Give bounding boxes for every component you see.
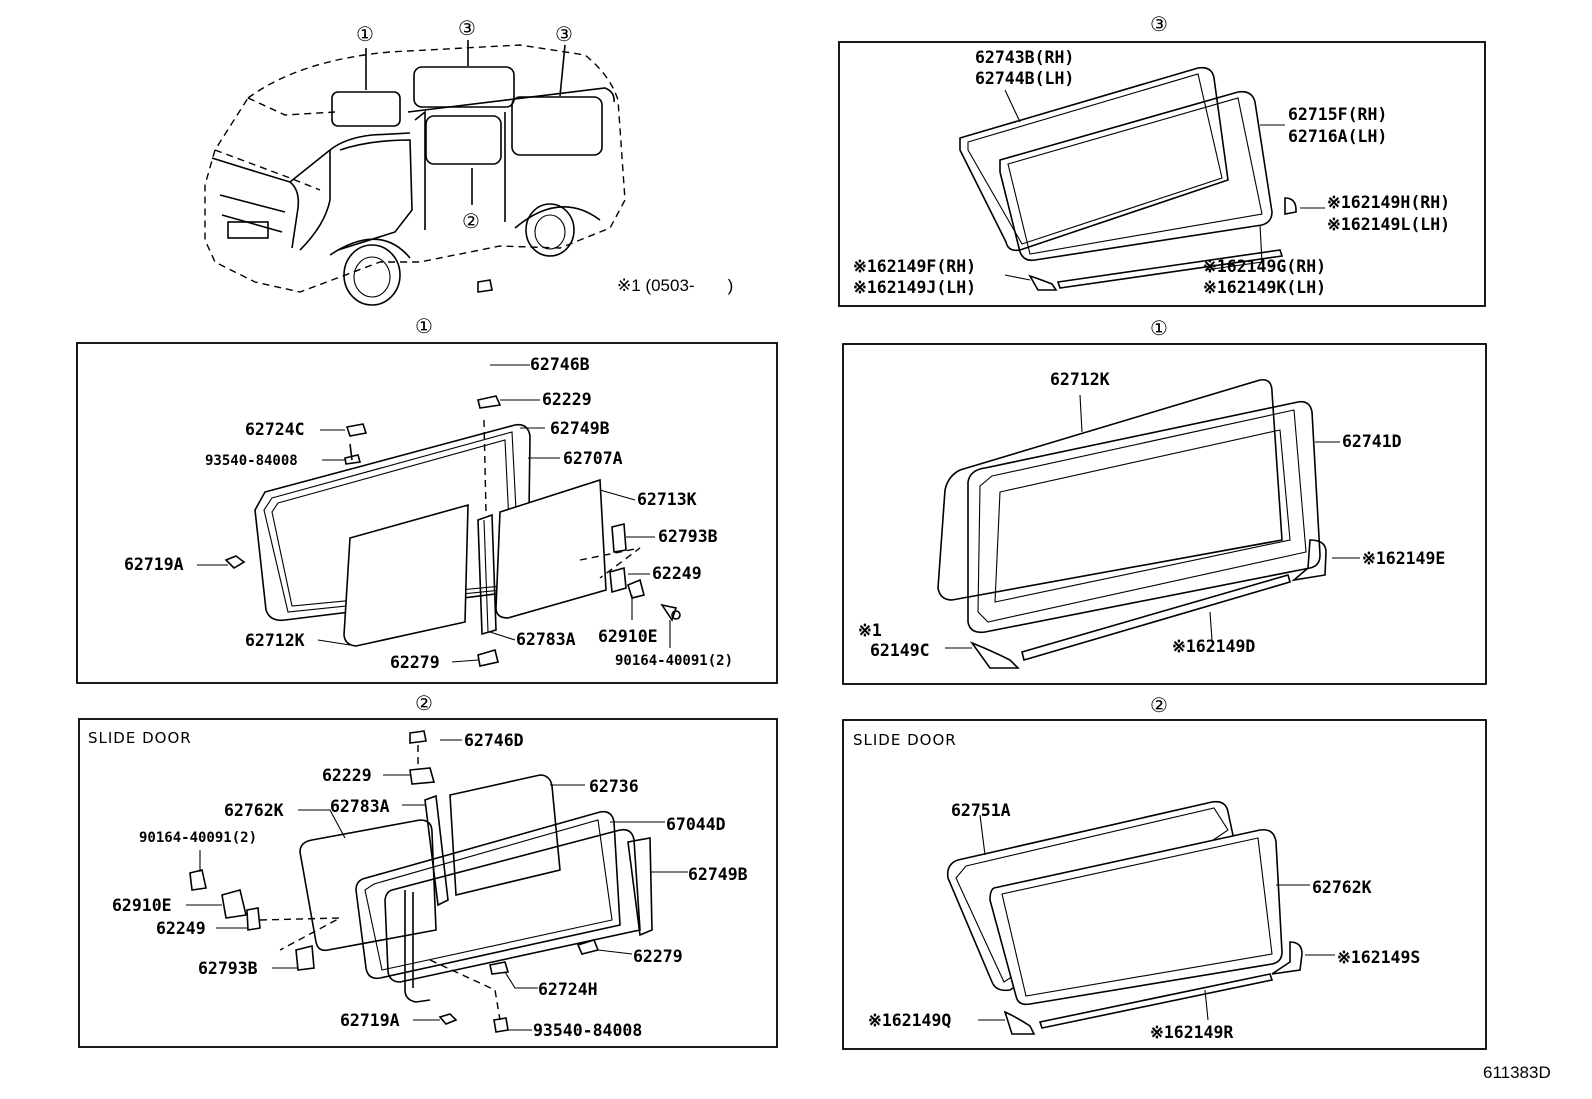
part-label: ※162149J(LH) [853,278,976,297]
part-label: ※162149D [1172,637,1255,656]
part-label: 62707A [563,449,623,468]
part-label: ※162149K(LH) [1203,278,1326,297]
part-label: 62741D [1342,432,1402,451]
part-label: ※162149Q [868,1011,951,1030]
part-label: 62783A [330,797,390,816]
part-label: 62716A(LH) [1288,127,1387,146]
part-label: 62783A [516,630,576,649]
part-label: 62249 [652,564,702,583]
part-label: 62719A [340,1011,400,1030]
part-label: 62762K [224,801,284,820]
part-label: 62749B [688,865,748,884]
part-label: 62724H [538,980,598,999]
part-label: 62712K [245,631,305,650]
panel-bottom-right: ② SLIDE DOOR 62751A 62762K ※162149S ※162… [842,693,1487,1050]
figure-id: 611383D [1483,1063,1551,1082]
part-label: 62793B [198,959,258,978]
part-label: 62910E [112,896,172,915]
panel-header: ② [415,691,433,715]
part-label: 90164-40091(2) [615,653,733,669]
part-label: 62229 [322,766,372,785]
part-label: ※162149F(RH) [853,257,976,276]
part-label: 62762K [1312,878,1372,897]
panel-header: ② [1150,693,1168,717]
panel-header: ③ [1150,12,1168,36]
overview-callout-2: ② [462,209,480,233]
part-label: ※1 [858,621,882,640]
part-label: 62149C [870,641,930,660]
part-label: 62736 [589,777,639,796]
part-label: 62279 [390,653,440,672]
part-label: 62279 [633,947,683,966]
overview-note: ※1 (0503- ) [617,276,733,295]
part-label: ※162149E [1362,549,1445,568]
panel-top-right: ③ 62743B(RH) 62744B(LH) 62715F(RH) 62716… [838,12,1486,307]
part-label: 67044D [666,815,726,834]
panel-caption: SLIDE DOOR [88,729,192,747]
part-label: 62743B(RH) [975,48,1074,67]
part-label: 62712K [1050,370,1110,389]
part-label: 62749B [550,419,610,438]
panel-header: ① [1150,316,1168,340]
part-label: 90164-40091(2) [139,830,257,846]
part-label: 62751A [951,801,1011,820]
part-label: 62713K [637,490,697,509]
part-label: ※162149G(RH) [1203,257,1326,276]
panel-mid-left: ① 62746B [76,279,778,684]
part-label: 62715F(RH) [1288,105,1387,124]
part-label: ※162149H(RH) [1327,193,1450,212]
part-label: 62249 [156,919,206,938]
van-overview: ① ③ ③ ② ※1 (0503- ) [204,16,733,306]
part-label: 93540-84008 [533,1021,642,1040]
panel-caption: SLIDE DOOR [853,731,957,749]
part-label: 62910E [598,627,658,646]
part-label: 62746B [530,355,590,374]
part-label: 62229 [542,390,592,409]
part-label: 62793B [658,527,718,546]
overview-callout-3a: ③ [458,16,476,40]
part-label: ※162149S [1337,948,1420,967]
panel-bottom-left: ② SLIDE DOOR [78,691,778,1048]
panel-header: ① [415,314,433,338]
overview-callout-3b: ③ [555,22,573,46]
part-label: 62744B(LH) [975,69,1074,88]
part-label: 62724C [245,420,305,439]
panel-mid-right: ① 62712K 62741D ※162149E ※1 62149C ※1621… [842,316,1487,685]
part-label: ※162149R [1150,1023,1233,1042]
overview-callout-1: ① [356,22,374,46]
part-label: ※162149L(LH) [1327,215,1450,234]
part-label: 62746D [464,731,524,750]
part-label: 93540-84008 [205,453,298,469]
part-label: 62719A [124,555,184,574]
